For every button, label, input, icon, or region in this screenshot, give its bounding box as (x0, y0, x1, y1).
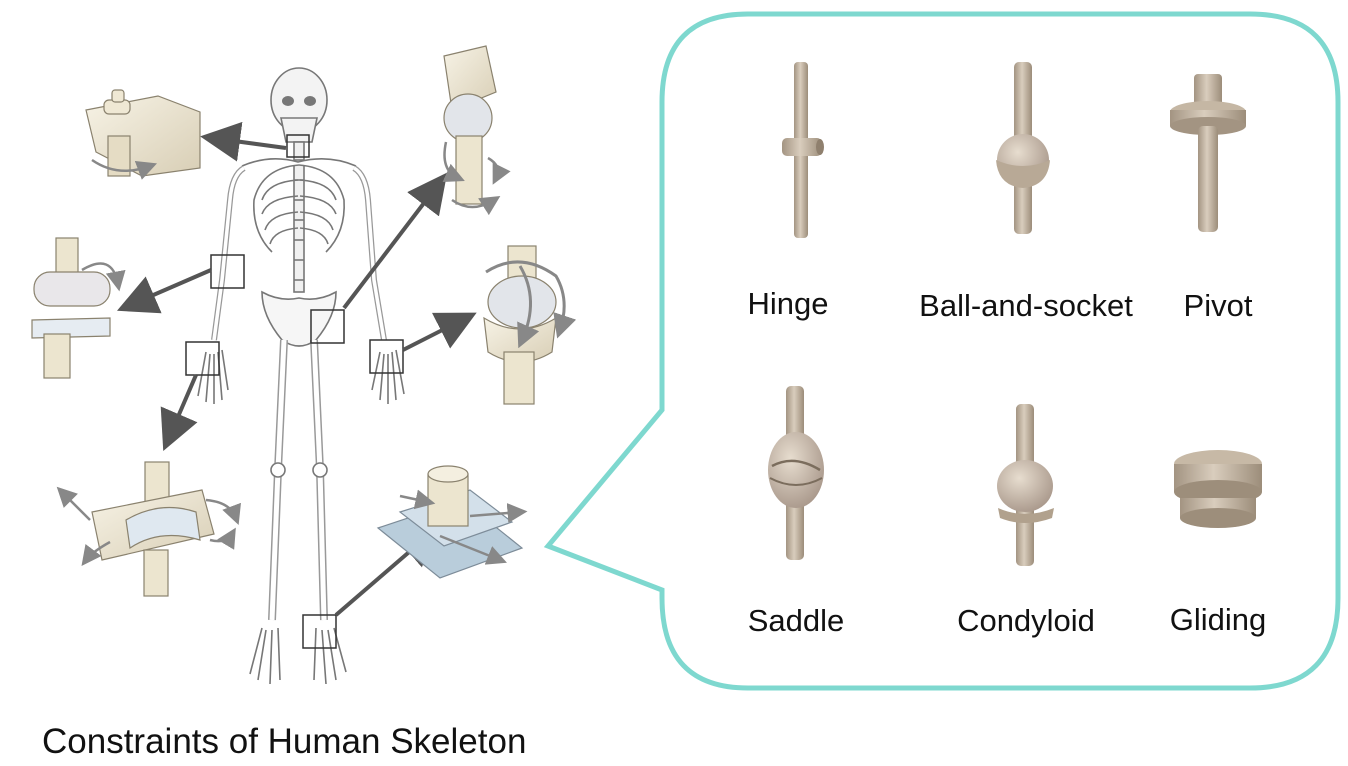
primitive-hinge (782, 62, 824, 238)
primitive-ball-and-socket (996, 62, 1050, 234)
model-foot-gliding (376, 465, 528, 579)
primitive-condyloid (997, 404, 1054, 566)
joint-arrows (116, 121, 477, 617)
model-elbow-hinge (31, 237, 126, 379)
primitive-pivot (1170, 74, 1246, 232)
model-shoulder-ball (442, 45, 511, 216)
label-ball-and-socket: Ball-and-socket (919, 288, 1133, 323)
callout-bubble (543, 11, 1341, 691)
model-neck-pivot (85, 89, 201, 180)
joint-markers (185, 134, 404, 649)
figure-caption: Constraints of Human Skeleton (42, 722, 527, 761)
primitive-saddle (768, 386, 824, 560)
label-hinge: Hinge (747, 286, 829, 321)
model-wrist-condyloid (483, 245, 577, 405)
label-gliding: Gliding (1169, 602, 1267, 637)
label-pivot: Pivot (1183, 288, 1253, 323)
skeleton-figure (197, 67, 405, 685)
label-saddle: Saddle (747, 603, 845, 638)
model-wrist-saddle (56, 461, 241, 597)
label-condyloid: Condyloid (957, 603, 1095, 638)
primitive-gliding (1174, 450, 1262, 528)
